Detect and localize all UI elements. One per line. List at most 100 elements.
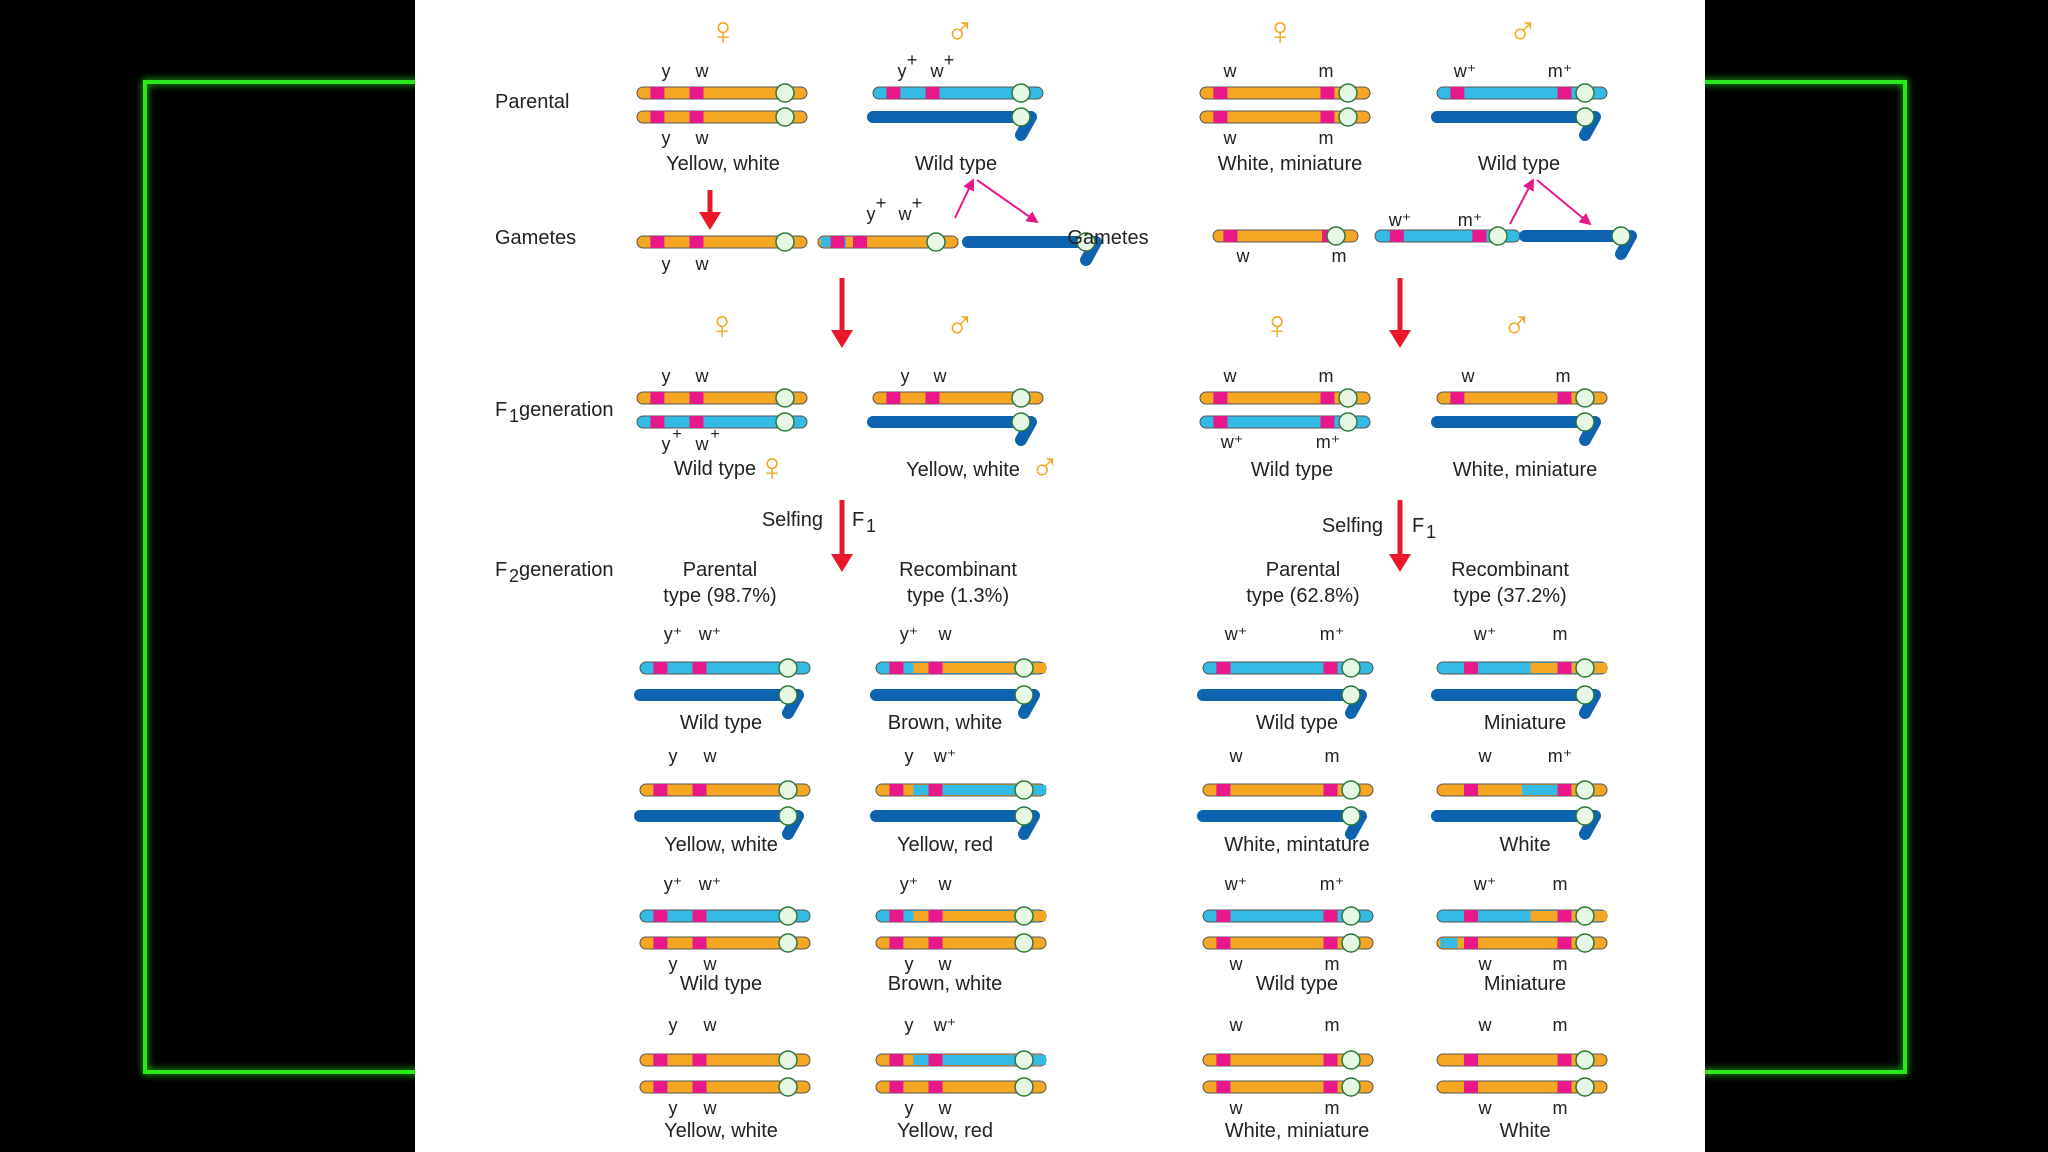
chromosome-arm	[636, 110, 808, 124]
f2-chromosome-bottom	[1436, 933, 1608, 953]
locus-label: w	[1229, 1015, 1244, 1035]
female-symbol: ♀	[707, 304, 737, 348]
locus-band	[928, 784, 943, 796]
locus-label: w	[938, 954, 953, 974]
centromere	[1575, 658, 1595, 678]
y-chromosome-arm	[1197, 810, 1367, 840]
chromosome-segment	[913, 785, 1046, 795]
centromere	[1341, 685, 1361, 705]
locus-label: y	[867, 204, 876, 224]
locus-band	[928, 1081, 943, 1093]
right-gamete-male-x	[1374, 226, 1521, 246]
phenotype-label: White, miniature	[1225, 1120, 1370, 1142]
phenotype-label: Wild type	[680, 973, 762, 995]
locus-band	[1216, 784, 1231, 796]
plus-sign: +	[912, 193, 923, 213]
centromere	[1341, 806, 1361, 826]
locus-band	[689, 392, 704, 404]
centromere	[1488, 226, 1508, 246]
locus-band	[928, 1054, 943, 1066]
locus-label: w	[695, 434, 710, 454]
locus-band	[1213, 392, 1228, 404]
centromere	[1011, 412, 1031, 432]
phenotype-label: Wild type	[680, 712, 762, 734]
locus-band	[1323, 1081, 1338, 1093]
f2-chromosome-bottom	[639, 933, 811, 953]
locus-band	[1464, 662, 1478, 674]
centromere	[775, 232, 795, 252]
phenotype-label: Wild type	[1478, 153, 1560, 175]
locus-label: y	[905, 1098, 914, 1118]
locus-label: y	[669, 954, 678, 974]
y-chromosome-arm	[867, 416, 1037, 446]
y-chromosome-arm	[1431, 810, 1601, 840]
chromosome-arm	[639, 783, 811, 797]
locus-label: w	[1461, 366, 1476, 386]
f2-chromosome-top	[1436, 780, 1608, 800]
locus-band	[1389, 230, 1404, 242]
left-gamete-female	[636, 232, 808, 252]
locus-band	[889, 910, 904, 922]
f2-chromosome-top	[1436, 658, 1608, 678]
y-chromosome-arm	[1197, 689, 1367, 719]
locus-label: m	[1553, 624, 1568, 644]
f2-header: Recombinant	[1451, 559, 1569, 581]
centromere	[775, 83, 795, 103]
right-parental-female-x2	[1199, 107, 1371, 127]
phenotype-label: White, miniature	[1218, 153, 1363, 175]
phenotype-label: Yellow, white	[664, 834, 778, 856]
locus-band	[925, 392, 940, 404]
f2-chromosome-bottom	[639, 1077, 811, 1097]
locus-label: y⁺	[900, 624, 919, 644]
locus-band	[1320, 87, 1335, 99]
locus-band	[1557, 392, 1572, 404]
centromere	[1341, 658, 1361, 678]
locus-label: m	[1332, 246, 1347, 266]
locus-label: y	[905, 1015, 914, 1035]
locus-label: w⁺	[1388, 210, 1412, 230]
phenotype-label: Yellow, white	[666, 153, 780, 175]
centromere	[1338, 107, 1358, 127]
f2-header-pct: type (1.3%)	[907, 585, 1009, 607]
locus-band	[1216, 1054, 1231, 1066]
f2-header-pct: type (98.7%)	[663, 585, 776, 607]
left-gamete-male-y	[962, 232, 1102, 266]
locus-label: w⁺	[1473, 624, 1497, 644]
meiosis-arrow-1	[954, 178, 975, 219]
chromosome-segment	[913, 911, 1046, 921]
centromere	[1338, 412, 1358, 432]
right-f1-female-x1	[1199, 388, 1371, 408]
chromosome-arm	[636, 86, 808, 100]
right-gamete-female	[1212, 226, 1359, 246]
locus-label: w	[1478, 1098, 1493, 1118]
phenotype-label: Miniature	[1484, 712, 1566, 734]
left-gamete-male-x	[817, 232, 959, 252]
gamete-arrow-head	[699, 212, 721, 230]
centromere	[1575, 806, 1595, 826]
f2-chromosome-top	[639, 1050, 811, 1070]
centromere	[1014, 906, 1034, 926]
centromere	[1014, 1077, 1034, 1097]
centromere	[926, 232, 946, 252]
locus-label: w	[1478, 1015, 1493, 1035]
locus-label: m	[1319, 61, 1334, 81]
locus-label: y	[905, 746, 914, 766]
row-label-f1-sub: 1	[509, 406, 519, 426]
centromere	[1338, 388, 1358, 408]
locus-label: w⁺	[1224, 624, 1248, 644]
left-parental-male-y	[867, 107, 1037, 141]
locus-band	[1223, 230, 1238, 242]
locus-label: w	[1229, 1098, 1244, 1118]
row-label-f2: F	[495, 559, 507, 581]
y-chromosome-arm	[867, 111, 1037, 141]
locus-band	[653, 910, 668, 922]
centromere	[1011, 83, 1031, 103]
locus-label: w	[930, 61, 945, 81]
f2-chromosome-top	[1202, 658, 1374, 678]
y-chromosome-arm	[1431, 689, 1601, 719]
centromere	[1341, 933, 1361, 953]
locus-band	[1320, 392, 1335, 404]
locus-label: m	[1553, 1015, 1568, 1035]
chromosome-arm	[639, 1080, 811, 1094]
phenotype-label: White	[1499, 1120, 1550, 1142]
